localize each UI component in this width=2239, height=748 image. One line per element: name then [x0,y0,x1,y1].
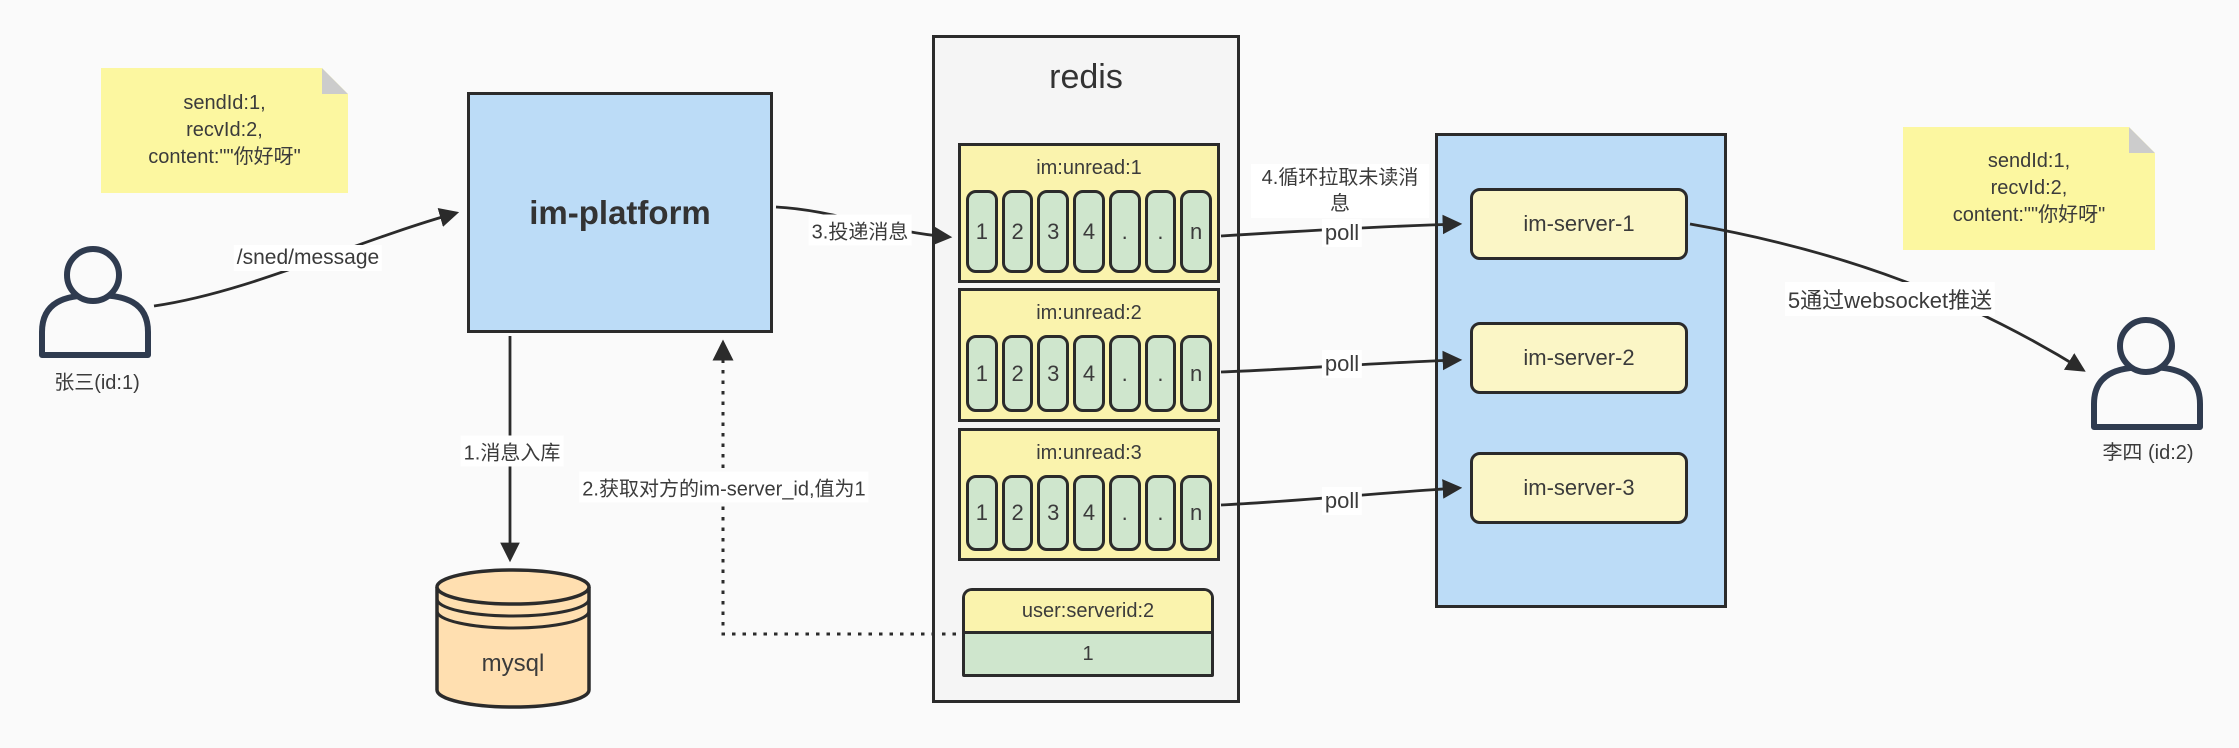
note-line: recvId:2, [186,119,263,141]
edge-label-get-server-id: 2.获取对方的im-server_id,值为1 [579,471,869,503]
database-icon [435,568,591,709]
queue-cell: . [1144,335,1177,412]
im-server-2-label: im-server-2 [1523,345,1635,370]
edge-label-poll-2: poll [1321,350,1363,378]
redis-kv-box: user:serverid:2 1 [962,588,1214,677]
queue-cell: 2 [1001,335,1034,412]
queue-cell: . [1144,190,1177,273]
edge-label-send: /sned/message [233,245,383,271]
queue-cell: 4 [1073,475,1105,551]
queue-cells: 1 2 3 4 . . n [961,335,1217,419]
queue-cell: 3 [1037,190,1070,273]
actor-receiver-label: 李四 (id:2) [2102,442,2194,464]
im-server-3-label: im-server-3 [1523,475,1635,500]
note-line: content:""你好呀" [1952,204,2106,226]
kv-value: 1 [965,631,1211,674]
queue-cell: n [1180,190,1213,273]
im-server-1-label: im-server-1 [1523,211,1635,236]
queue-title: im:unread:3 [1036,441,1142,464]
queue-cell: 1 [966,335,998,412]
im-platform-box: im-platform [467,92,773,333]
queue-cell: 4 [1073,190,1105,273]
edge-label-store: 1.消息入库 [460,435,564,467]
queue-cell: n [1180,475,1213,551]
queue-cell: 2 [1001,190,1034,273]
redis-queue-3: im:unread:3 1 2 3 4 . . n [958,428,1220,561]
queue-cell: 3 [1037,335,1070,412]
note-line: sendId:1, [183,92,266,114]
im-server-1-box: im-server-1 [1470,188,1688,260]
queue-cell: 2 [1001,475,1034,551]
database-label: mysql [481,650,545,677]
queue-cell: 3 [1037,475,1070,551]
queue-cell: . [1144,475,1177,551]
queue-cell: . [1108,190,1141,273]
queue-cells: 1 2 3 4 . . n [961,475,1217,558]
redis-title: redis [1049,58,1123,96]
sticky-note-right: sendId:1, recvId:2, content:""你好呀" [1903,127,2155,250]
note-line: content:""你好呀" [148,146,301,168]
note-line: sendId:1, [1987,150,2071,172]
edge-label-poll-1: poll [1321,219,1363,247]
queue-cell: . [1108,335,1141,412]
queue-title: im:unread:1 [1036,156,1142,179]
note-line: recvId:2, [1990,177,2068,199]
queue-title: im:unread:2 [1036,301,1142,324]
user-receiver-icon [2091,317,2203,430]
actor-sender-label: 张三(id:1) [54,372,140,394]
redis-queue-1: im:unread:1 1 2 3 4 . . n [958,143,1220,283]
edge-label-pull: 4.循环拉取未读消息 [1251,164,1429,218]
arrow-get-server-id [712,339,956,636]
queue-cell: 1 [966,190,998,273]
im-server-2-box: im-server-2 [1470,322,1688,394]
queue-cell: n [1180,335,1213,412]
arrow-push [1689,222,2086,372]
kv-key: user:serverid:2 [965,591,1211,631]
queue-cells: 1 2 3 4 . . n [961,190,1217,280]
redis-queue-2: im:unread:2 1 2 3 4 . . n [958,288,1220,422]
queue-cell: . [1108,475,1141,551]
user-sender-icon [39,246,151,358]
edge-label-poll-3: poll [1321,487,1363,515]
im-server-3-box: im-server-3 [1470,452,1688,524]
edge-label-deliver: 3.投递消息 [808,214,912,246]
queue-cell: 4 [1073,335,1105,412]
edge-label-push: 5通过websocket推送 [1784,282,1996,316]
queue-cell: 1 [966,475,998,551]
im-platform-label: im-platform [529,193,711,231]
